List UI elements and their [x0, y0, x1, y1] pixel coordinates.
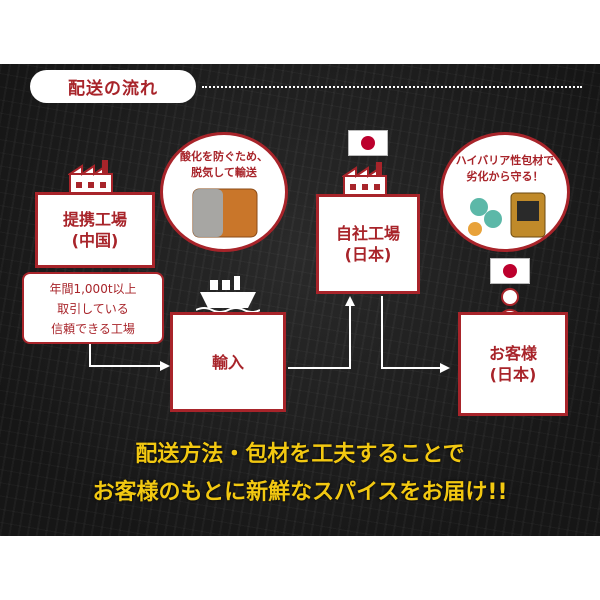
import-label: 輸入: [211, 352, 244, 372]
oxidation-text-1: 酸化を防ぐため、: [180, 150, 268, 163]
partner-factory-country: (中国): [71, 231, 119, 250]
note-line-3: 信頼できる工場: [51, 322, 135, 336]
section-title: 配送の流れ: [68, 79, 158, 99]
note-line-1: 年間1,000t以上: [49, 282, 137, 296]
barrier-bubble: ハイバリア性包材で 劣化から守る！: [440, 132, 570, 252]
import-box: 輸入: [170, 312, 286, 412]
flow-panel: 配送の流れ 提携工場 (中国) 年間1,000t以上 取引している 信頼できる工…: [0, 64, 600, 536]
japan-flag-icon: [348, 130, 388, 156]
customer-country: (日本): [489, 365, 537, 384]
oxidation-bubble: 酸化を防ぐため、 脱気して輸送: [160, 132, 288, 252]
barrier-text-2: 劣化から守る！: [466, 170, 544, 183]
header-dotted-rule: [202, 86, 582, 88]
note-line-2: 取引している: [57, 302, 129, 316]
own-factory-box: 自社工場 (日本): [316, 194, 420, 294]
slogan-line-1: 配送方法・包材を工夫することで: [135, 442, 465, 467]
partner-factory-box: 提携工場 (中国): [35, 192, 155, 268]
arrow-partner-to-import: [89, 334, 160, 367]
spice-bag-icon: [192, 188, 258, 238]
arrow-import-to-own-factory: [288, 304, 351, 369]
factory-icon: [68, 160, 113, 196]
japan-flag-icon: [490, 258, 530, 284]
customer-box: お客様 (日本): [458, 312, 568, 416]
spice-bag-icon: [468, 192, 546, 238]
factory-icon: [342, 162, 387, 198]
barrier-text-1: ハイバリア性包材で: [455, 154, 555, 167]
section-header: 配送の流れ: [30, 70, 196, 103]
arrowhead-2: [345, 296, 355, 306]
own-factory-country: (日本): [344, 245, 392, 264]
arrow-own-factory-to-customer: [381, 296, 440, 369]
customer-name: お客様: [488, 344, 537, 363]
own-factory-name: 自社工場: [335, 224, 400, 243]
arrowhead-3: [440, 363, 450, 373]
flow-arrows: [89, 296, 450, 373]
slogan-line-2: お客様のもとに新鮮なスパイスをお届け!!: [92, 480, 508, 505]
ship-icon: [196, 276, 260, 312]
oxidation-text-2: 脱気して輸送: [191, 166, 257, 179]
arrowhead-1: [160, 361, 170, 371]
partner-factory-name: 提携工場: [62, 210, 127, 229]
partner-factory-note: 年間1,000t以上 取引している 信頼できる工場: [22, 272, 164, 344]
